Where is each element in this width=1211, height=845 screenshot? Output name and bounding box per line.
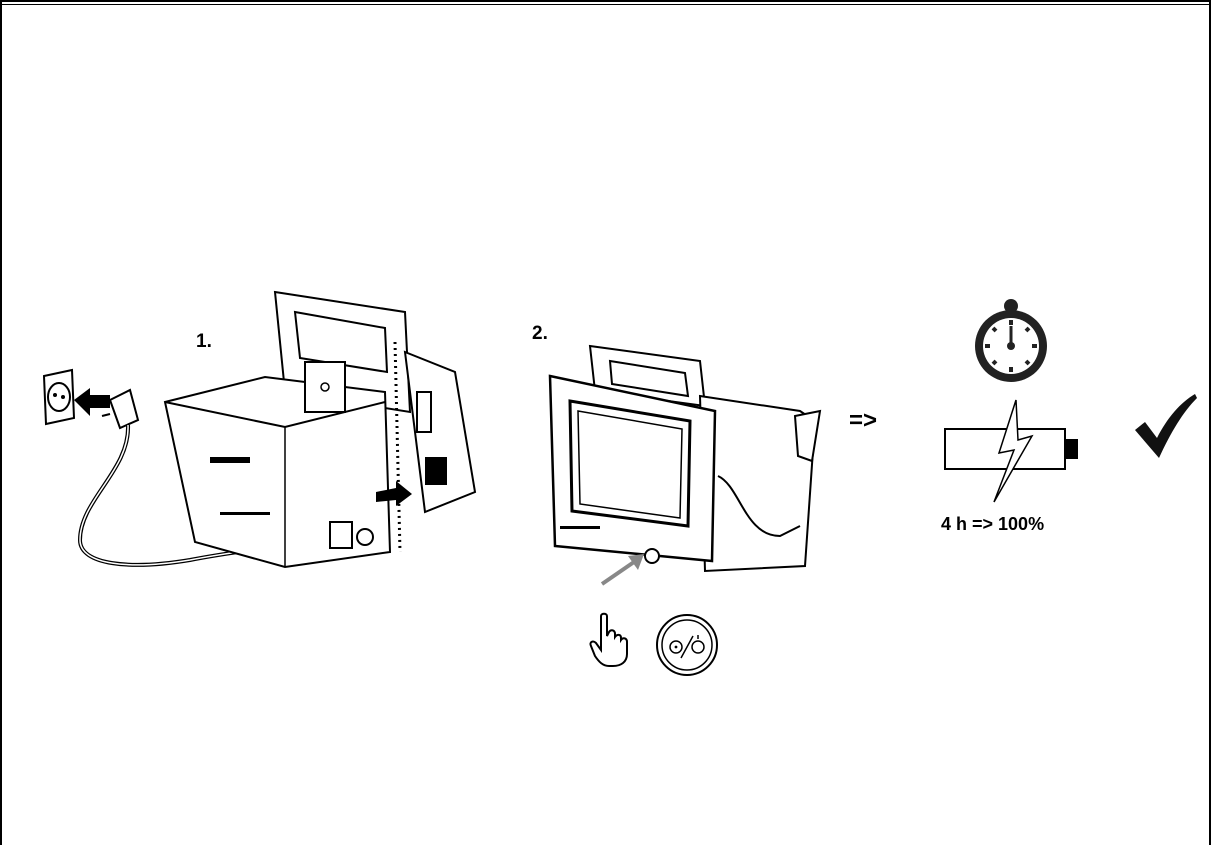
charge-time-label: 4 h => 100% — [941, 514, 1045, 534]
battery-charging-icon — [944, 398, 1084, 504]
wall-socket-icon — [38, 368, 80, 426]
pointing-hand-icon — [589, 612, 635, 668]
on-off-button-icon — [654, 612, 720, 678]
stopwatch-icon — [970, 298, 1052, 384]
step-1-label: 1. — [196, 331, 212, 352]
header-rule — [0, 4, 1211, 5]
device-front-illustration — [540, 336, 830, 576]
device-rear-illustration — [155, 282, 490, 572]
checkmark-icon — [1133, 392, 1199, 460]
step-2-label: 2. — [532, 323, 548, 344]
insert-arrow-icon — [74, 388, 110, 418]
insert-arrow-icon — [376, 478, 412, 508]
result-arrow: => — [849, 407, 878, 434]
press-arrow-icon — [598, 552, 646, 588]
